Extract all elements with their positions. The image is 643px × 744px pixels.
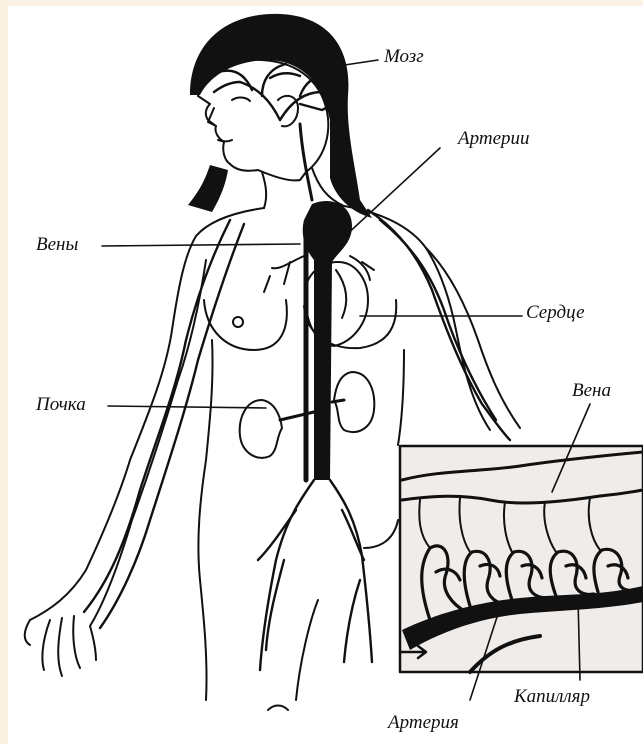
label-veins: Вены (36, 234, 78, 256)
leg-vessels (258, 480, 372, 670)
renal-vessels (280, 400, 344, 420)
waist-right (398, 350, 404, 445)
eye (232, 97, 250, 101)
label-capillary: Капилляр (514, 686, 590, 708)
arm-left-inner (90, 260, 206, 626)
neck (262, 172, 266, 208)
breast-left (204, 300, 287, 350)
label-brain: Мозг (384, 46, 424, 68)
hand-left (25, 616, 96, 676)
neck-vessel (300, 124, 312, 200)
aorta (303, 201, 352, 480)
hip-right (364, 520, 398, 548)
label-vein: Вена (572, 380, 611, 402)
nose (208, 108, 216, 126)
hair-lower (188, 165, 228, 212)
head-outline (198, 60, 328, 181)
label-heart: Сердце (526, 302, 585, 324)
heart-vessel (336, 270, 346, 318)
label-arteries: Артерии (458, 128, 530, 150)
label-artery: Артерия (388, 712, 459, 734)
waist-left (198, 340, 212, 700)
leader-veins (102, 244, 300, 246)
mouth (218, 140, 232, 142)
foot-mark (268, 706, 288, 711)
leg-inner (296, 600, 318, 700)
label-kidney: Почка (36, 394, 86, 416)
capillary-inset (400, 446, 643, 672)
nipple (233, 317, 243, 327)
leader-kidney (108, 406, 266, 408)
